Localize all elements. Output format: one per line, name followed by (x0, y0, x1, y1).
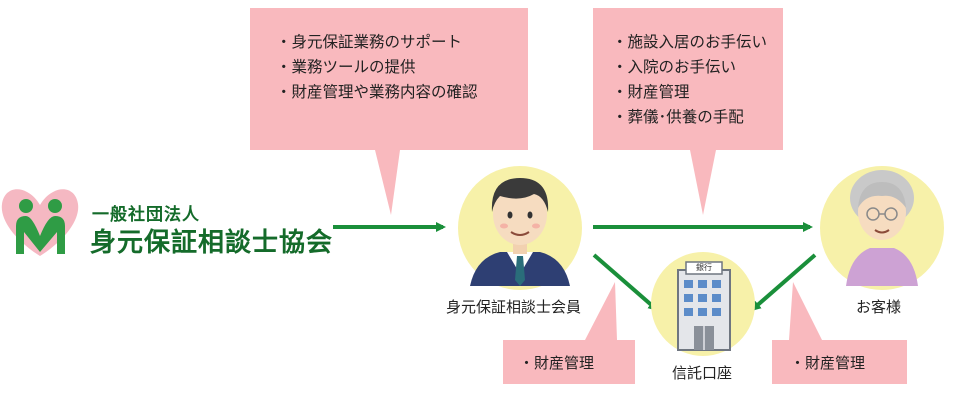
customer-service-item: ・施設入居のお手伝い (612, 33, 768, 51)
member-label: 身元保証相談士会員 (446, 298, 582, 316)
customer-label: お客様 (856, 298, 902, 316)
customer-service-item: ・葬儀･供養の手配 (612, 108, 744, 126)
customer-services-list: ・施設入居のお手伝い ・入院のお手伝い ・財産管理 ・葬儀･供養の手配 (612, 30, 767, 130)
customer-avatar-icon (820, 166, 944, 290)
bank-label: 信託口座 (672, 364, 733, 382)
organization-type-label: 一般社団法人 (92, 205, 200, 225)
organization-name: 身元保証相談士協会 (90, 228, 334, 258)
right-asset-note-box (772, 282, 907, 384)
member-avatar-icon (458, 166, 582, 290)
customer-service-item: ・入院のお手伝い (612, 58, 737, 76)
left-asset-note: ・財産管理 (519, 354, 595, 372)
left-asset-note-box (503, 282, 635, 384)
association-logo-icon (1, 189, 79, 256)
member-service-item: ・業務ツールの提供 (276, 58, 416, 76)
bank-sign: 銀行 (696, 263, 712, 272)
member-services-bubble (250, 8, 528, 215)
right-asset-note: ・財産管理 (790, 354, 866, 372)
member-services-list: ・身元保証業務のサポート ・業務ツールの提供 ・財産管理や業務内容の確認 (276, 30, 478, 105)
customer-service-item: ・財産管理 (612, 83, 690, 101)
member-service-item: ・身元保証業務のサポート (276, 33, 463, 51)
arrow-customer-to-bank (750, 253, 817, 311)
bank-building-icon (651, 252, 755, 356)
customer-services-bubble (593, 8, 783, 215)
member-service-item: ・財産管理や業務内容の確認 (276, 83, 478, 101)
arrow-member-to-bank (592, 253, 659, 311)
